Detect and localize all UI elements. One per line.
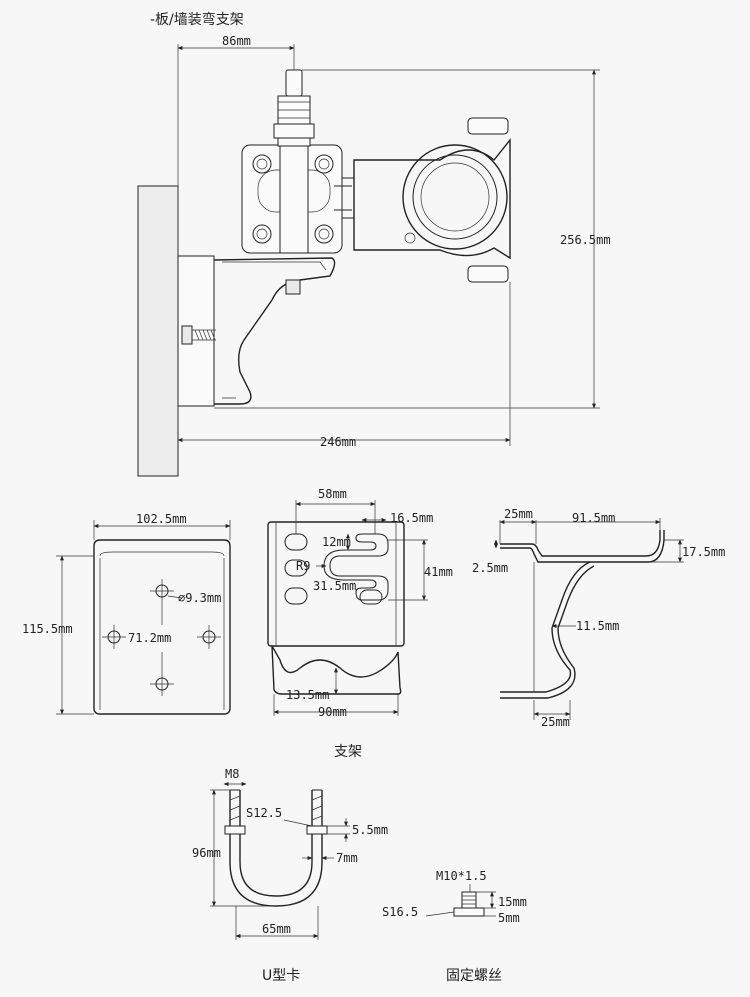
dim-side-mid: 11.5mm — [576, 619, 619, 633]
ubolt-nut-h: 5.5mm — [352, 823, 388, 837]
wall-panel — [137, 185, 179, 477]
process-connection — [273, 69, 315, 147]
front-s-slot — [323, 533, 389, 601]
screw-head — [453, 907, 485, 917]
dim-front-13: 13.5mm — [286, 688, 329, 702]
screw-thread: M10*1.5 — [436, 869, 487, 883]
ubolt-height: 96mm — [192, 846, 221, 860]
ubolt-width: 65mm — [262, 922, 291, 936]
dim-front-41: 41mm — [424, 565, 453, 579]
dim-plate-hole: ⌀9.3mm — [178, 591, 221, 605]
dim-front-90: 90mm — [318, 705, 347, 719]
dim-front-slot-w: 16.5mm — [390, 511, 433, 525]
ubolt-nut: S12.5 — [246, 806, 282, 820]
u-bolt-nut-right — [306, 825, 328, 835]
transmitter-flange — [241, 144, 343, 254]
screw-view: M10*1.5 15mm 5mm S16.5 — [382, 869, 527, 925]
dim-assembly-246: 246mm — [320, 435, 356, 449]
mount-bolt — [181, 325, 216, 345]
drawing-title: -板/墙装弯支架 — [150, 11, 244, 28]
dim-plate-spacing: 71.2mm — [128, 631, 171, 645]
screw-head-h: 5mm — [498, 911, 520, 925]
ubolt-dia: 7mm — [336, 851, 358, 865]
screw-length: 15mm — [498, 895, 527, 909]
dim-assembly-256: 256.5mm — [560, 233, 611, 247]
dim-front-58: 58mm — [318, 487, 347, 501]
front-right-slot — [359, 589, 383, 605]
dim-front-31: 31.5mm — [313, 579, 356, 593]
bracket-front-view: 58mm 16.5mm 12mm R9 31.5mm 41mm 13.5mm 9… — [267, 487, 453, 719]
screw-head-size: S16.5 — [382, 905, 418, 919]
ubolt-caption: U型卡 — [262, 968, 300, 984]
electronics-housing — [353, 117, 511, 283]
u-bolt-nut-left — [224, 825, 246, 835]
dim-front-radius: R9 — [296, 559, 310, 573]
dim-plate-width: 102.5mm — [136, 512, 187, 526]
arm-bolt — [285, 279, 301, 295]
dim-plate-height: 115.5mm — [22, 622, 73, 636]
bracket-arm — [213, 257, 336, 405]
dim-front-slot-h: 12mm — [322, 535, 351, 549]
bracket-side-view: 25mm 91.5mm 2.5mm 17.5mm 11.5mm 25mm — [472, 507, 725, 729]
screw-caption: 固定螺丝 — [446, 968, 502, 984]
dim-side-foot: 25mm — [541, 715, 570, 729]
assembly-view: 86mm 256.5mm 246mm — [137, 34, 611, 477]
bracket-plate-view: 102.5mm 115.5mm ⌀9.3mm 71.2mm — [22, 512, 231, 715]
dim-side-bend: 17.5mm — [682, 545, 725, 559]
ubolt-thread: M8 — [225, 767, 239, 781]
dim-assembly-86: 86mm — [222, 34, 251, 48]
dim-side-length: 91.5mm — [572, 511, 615, 525]
plate-holes — [102, 579, 221, 696]
u-bolt-view: M8 S12.5 5.5mm 96mm 7mm 65mm — [192, 767, 388, 940]
dim-side-thickness: 2.5mm — [472, 561, 508, 575]
dim-side-flange: 25mm — [504, 507, 533, 521]
bracket-caption: 支架 — [334, 744, 362, 760]
